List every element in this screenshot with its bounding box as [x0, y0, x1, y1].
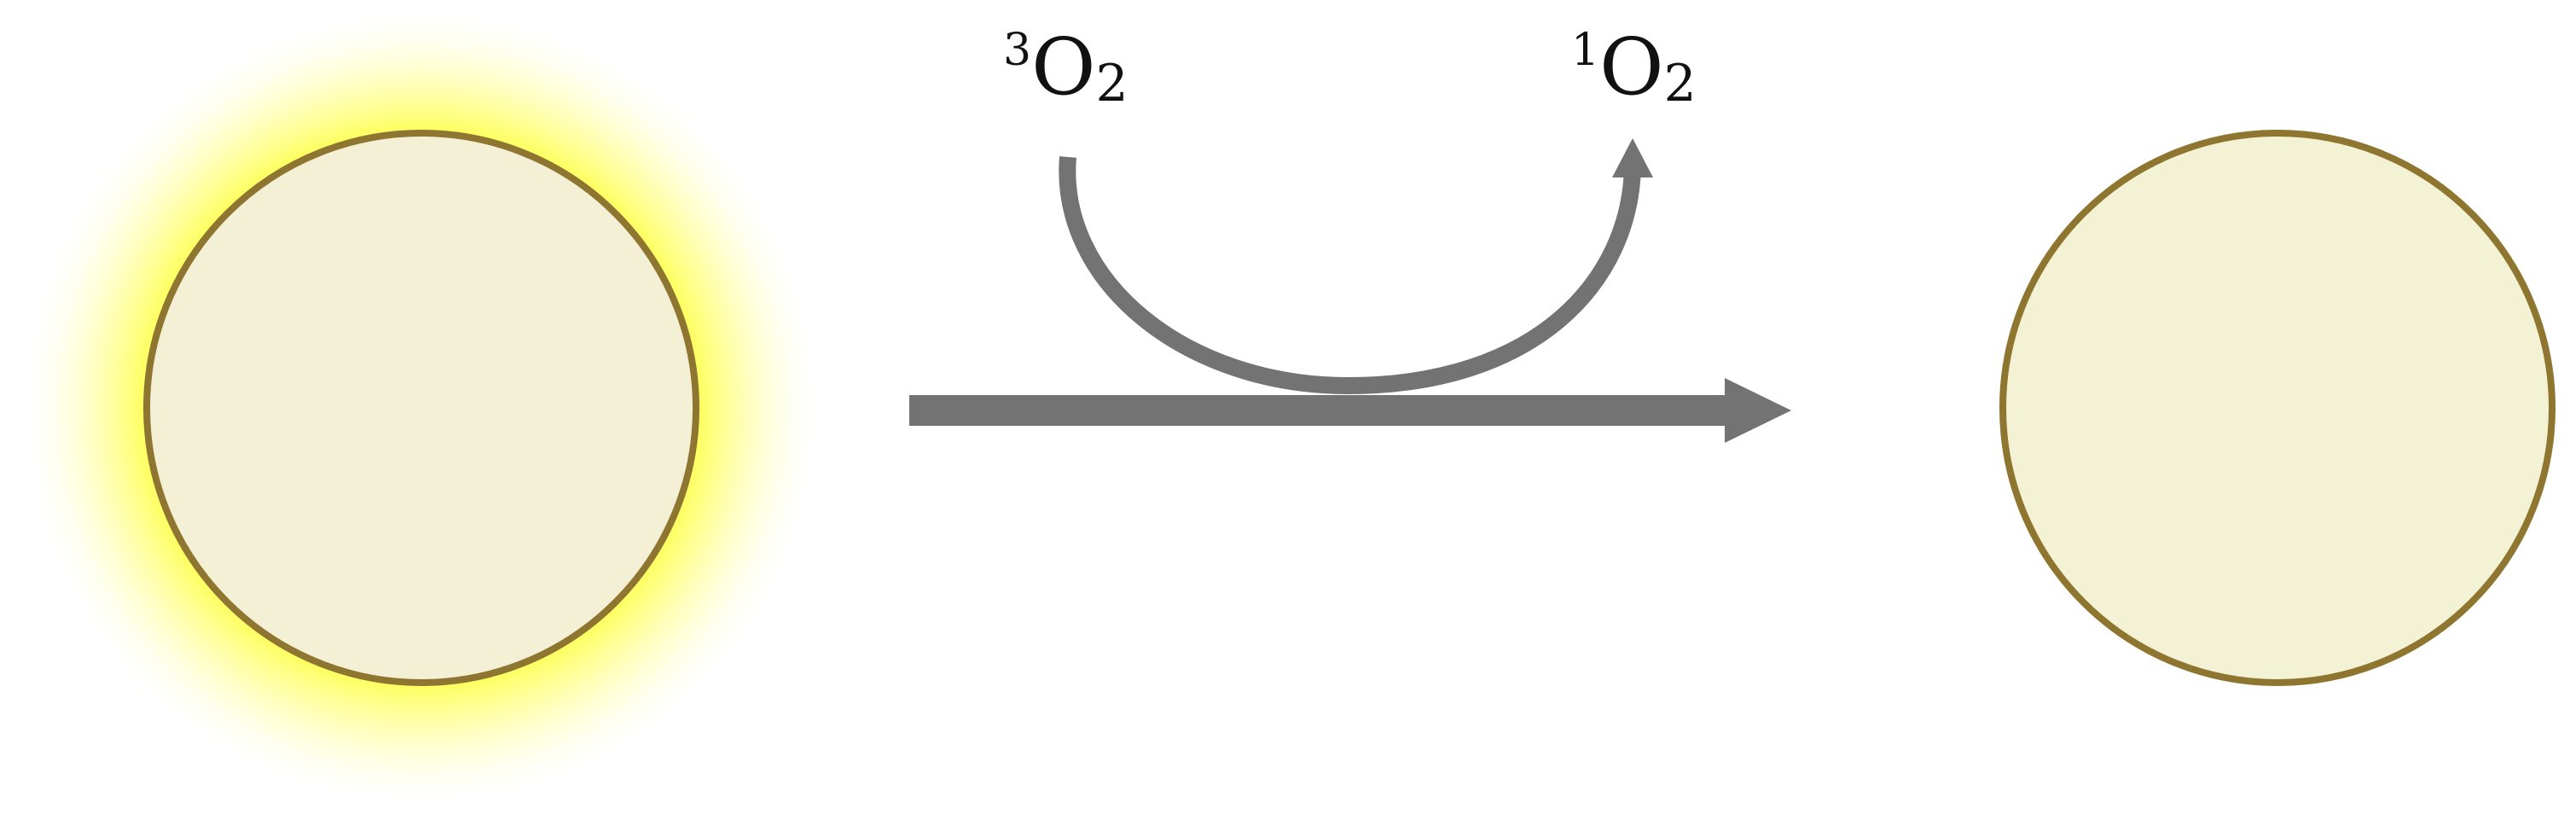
reactant-oxygen-prefix: 3 — [1003, 25, 1031, 76]
particle-body — [143, 130, 699, 686]
reaction-arrow-shaft — [909, 395, 1735, 426]
product-oxygen-label: 1O2 — [1571, 21, 1697, 113]
product-oxygen-body: O — [1599, 21, 1663, 113]
reactant-oxygen-body: O — [1031, 21, 1095, 113]
product-oxygen-prefix: 1 — [1571, 25, 1599, 76]
oxygen-conversion-arrow-head — [1612, 138, 1653, 177]
reaction-arrow — [909, 378, 1791, 443]
ground-state-particle — [1999, 130, 2556, 686]
reaction-arrow-head — [1725, 378, 1791, 443]
excited-particle — [20, 7, 822, 809]
reactant-oxygen-label: 3O2 — [1003, 21, 1128, 113]
reactant-oxygen-subscript: 2 — [1096, 54, 1128, 113]
oxygen-conversion-arrow — [1059, 138, 1653, 395]
product-oxygen-subscript: 2 — [1664, 54, 1697, 113]
oxygen-conversion-arrow-curve — [1059, 156, 1641, 395]
